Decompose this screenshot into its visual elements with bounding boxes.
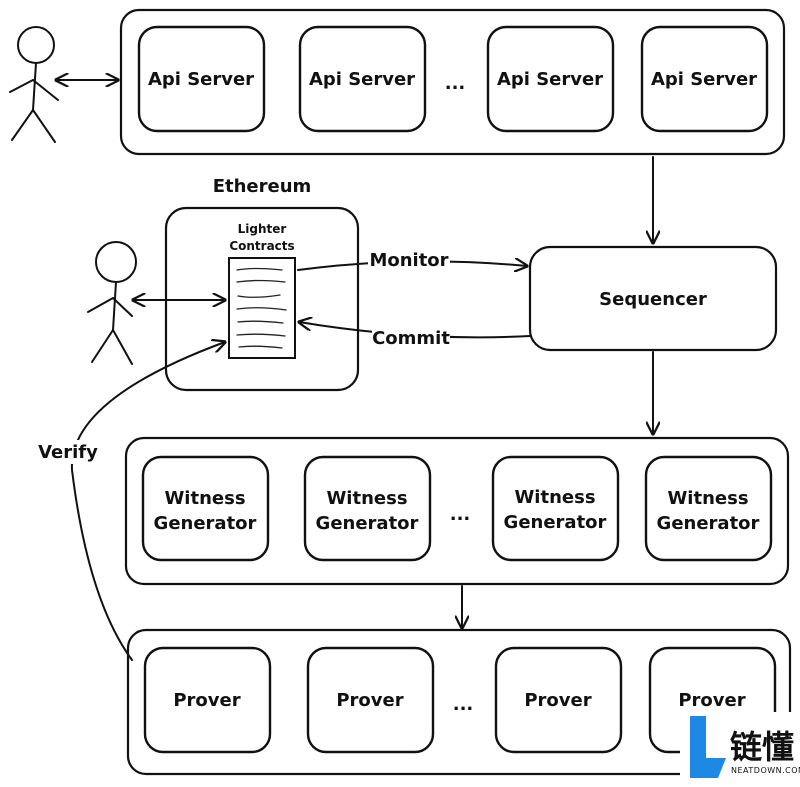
watermark-text: 链懂 [730,728,794,766]
witness-generator-label-line1: Witness [326,488,407,509]
prover-box: Prover [306,646,435,754]
user-figure-top [9,26,59,143]
watermark-subtext: NEATDOWN.COM [731,766,800,775]
prover-ellipsis: ... [453,694,474,715]
api-server-label: Api Server [497,69,603,90]
verify-label: Verify [38,442,98,463]
witness-generator-box: Witness Generator [303,455,432,562]
witness-generator-box: Witness Generator [644,455,773,562]
witness-generator-label-line2: Generator [154,513,257,534]
api-server-label: Api Server [309,69,415,90]
witness-generator-box: Witness Generator [491,455,620,562]
witness-generator-label-line1: Witness [514,487,595,508]
prover-group [126,628,792,776]
witness-generator-box: Witness Generator [141,455,270,562]
sequencer-box [528,245,778,352]
logo-l-mark-icon [690,716,726,778]
api-server-box: Api Server [137,25,266,133]
prover-label: Prover [678,690,745,711]
prover-box: Prover [143,646,272,754]
prover-label: Prover [524,690,591,711]
witness-generator-label-line2: Generator [504,512,607,533]
contract-document-icon [228,257,296,359]
verify-label-bg [36,440,100,464]
contracts-label-line2: Contracts [229,239,294,253]
api-server-label: Api Server [148,69,254,90]
monitor-label: Monitor [369,250,448,271]
witness-generator-label-line2: Generator [657,513,760,534]
api-server-group [119,8,786,156]
monitor-label-bg [368,248,450,272]
api-server-box: Api Server [486,25,615,133]
witness-generator-group [124,436,790,586]
witness-generator-label-line1: Witness [164,488,245,509]
witness-ellipsis: ... [450,504,471,525]
prover-label: Prover [173,690,240,711]
neatdown-watermark: 链懂 NEATDOWN.COM [680,712,800,782]
api-server-label: Api Server [651,69,757,90]
contracts-label-line1: Lighter [238,222,287,236]
prover-box: Prover [494,646,623,754]
commit-label-bg [372,326,450,350]
witness-generator-label-line2: Generator [316,513,419,534]
commit-label: Commit [372,328,450,349]
ethereum-title: Ethereum [213,176,312,197]
prover-label: Prover [336,690,403,711]
sequencer-label: Sequencer [599,289,707,310]
api-server-box: Api Server [298,25,427,133]
api-ellipsis: ... [445,73,466,94]
user-figure-middle [87,241,137,365]
api-server-box: Api Server [640,25,769,133]
witness-generator-label-line1: Witness [667,488,748,509]
verify-arrow [70,342,225,661]
